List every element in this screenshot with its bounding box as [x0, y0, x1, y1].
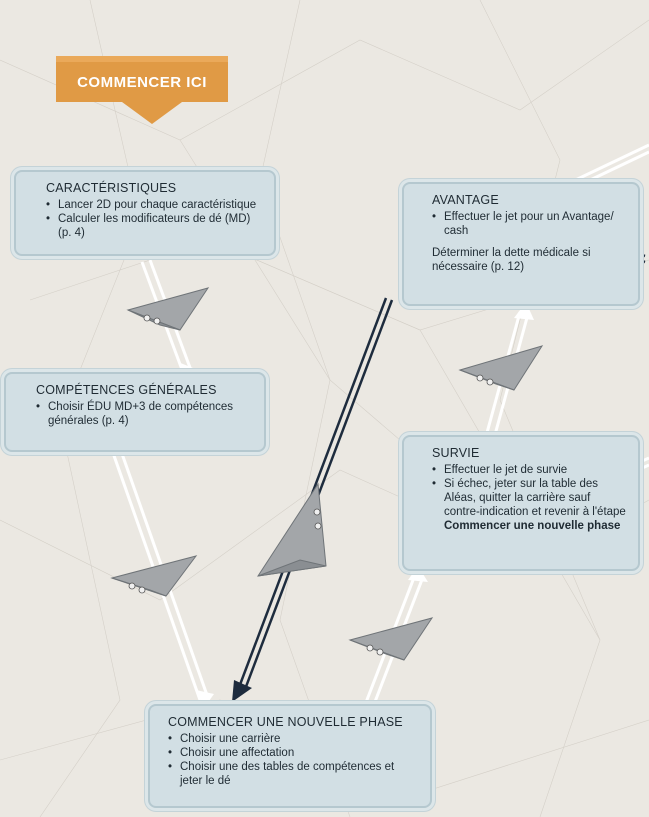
survie-box: SURVIE Effectuer le jet de survie Si éch…	[402, 435, 640, 571]
list-item: Choisir une affectation	[168, 746, 418, 760]
list-item: Choisir une carrière	[168, 732, 418, 746]
start-banner	[56, 56, 228, 124]
avantage-title: AVANTAGE	[432, 193, 499, 207]
list-item: Effectuer le jet pour un Avantage/ cash	[432, 210, 626, 238]
list-item: Choisir une des tables de compétences et…	[168, 760, 418, 788]
competences-box: COMPÉTENCES GÉNÉRALES Choisir ÉDU MD+3 d…	[4, 372, 266, 452]
avantage-note: Déterminer la dette médicale si nécessai…	[432, 247, 591, 273]
survie-title: SURVIE	[432, 446, 480, 460]
start-label: COMMENCER ICI	[77, 74, 207, 91]
survie-item-bold: Commencer une nouvelle phase	[444, 520, 621, 532]
competences-title: COMPÉTENCES GÉNÉRALES	[36, 383, 217, 397]
list-item: Lancer 2D pour chaque caractéristique	[46, 198, 262, 212]
list-item: Calculer les modificateurs de dé (MD) (p…	[46, 212, 262, 240]
avantage-box: AVANTAGE Effectuer le jet pour un Avanta…	[402, 182, 640, 306]
list-item: Si échec, jeter sur la table des Aléas, …	[432, 477, 626, 533]
caracteristiques-box: CARACTÉRISTIQUES Lancer 2D pour chaque c…	[14, 170, 276, 256]
nouvelle-phase-title: COMMENCER UNE NOUVELLE PHASE	[168, 715, 403, 729]
caracteristiques-title: CARACTÉRISTIQUES	[46, 181, 177, 195]
list-item: Effectuer le jet de survie	[432, 463, 626, 477]
survie-item-text: Si échec, jeter sur la table des Aléas, …	[444, 478, 626, 518]
list-item: Choisir ÉDU MD+3 de compétences générale…	[36, 400, 252, 428]
nouvelle-phase-box: COMMENCER UNE NOUVELLE PHASE Choisir une…	[148, 704, 432, 808]
